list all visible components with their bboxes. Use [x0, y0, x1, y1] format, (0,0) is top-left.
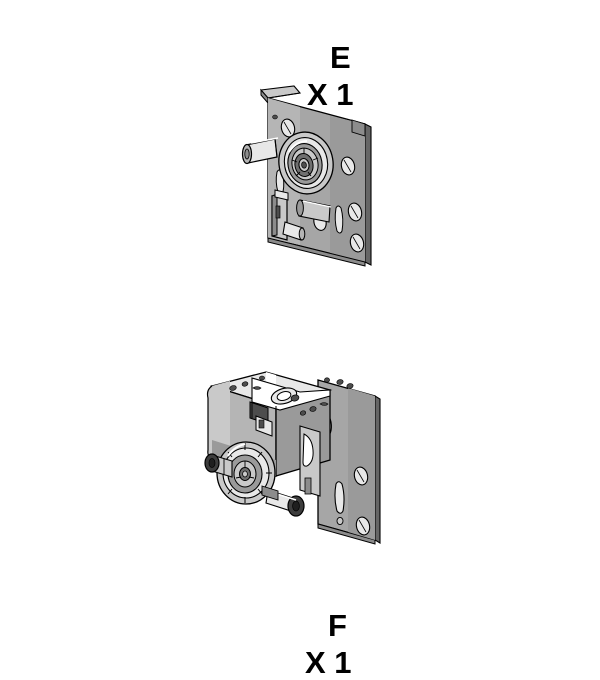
edge-slot	[334, 205, 344, 234]
pivot-pin	[241, 137, 279, 165]
mounting-hole	[355, 516, 371, 536]
knob-cap	[204, 453, 233, 478]
part-quantity-label-f: X 1	[305, 645, 352, 680]
mounting-hole	[347, 202, 363, 222]
terminal-recess	[249, 401, 273, 437]
part-quantity-label-e: X 1	[307, 77, 354, 112]
mounting-hole	[349, 233, 365, 253]
part-label-letter-e: E	[330, 40, 351, 75]
mounting-hole	[340, 156, 356, 176]
lower-pin-cluster	[271, 189, 306, 241]
part-group-e: E X 1	[0, 0, 600, 300]
part-illustration-f	[0, 300, 600, 600]
pivot-pin	[296, 199, 332, 223]
bearing-hub	[278, 131, 334, 195]
part-illustration-e	[0, 0, 600, 300]
part-label-letter-f: F	[328, 608, 347, 643]
pulley-wheel	[216, 441, 276, 505]
knob-cap	[265, 489, 305, 517]
top-boss	[270, 387, 300, 405]
edge-slot	[334, 481, 345, 514]
mounting-hole	[353, 466, 369, 486]
part-group-f: F X 1	[0, 300, 600, 678]
